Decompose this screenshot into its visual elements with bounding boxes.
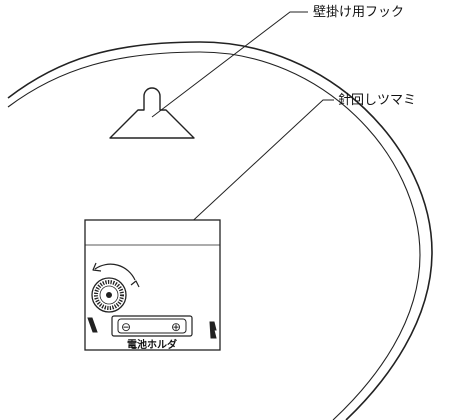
clock-rim [7, 41, 433, 420]
hand-knob-hub [106, 292, 112, 298]
hand-knob-label: 針回しツマミ [338, 93, 417, 108]
hand-knob [91, 277, 127, 313]
rotation-arrowhead-left [92, 262, 102, 272]
battery-clip-right [209, 321, 217, 339]
wall-hook-leader [151, 11, 308, 118]
battery-holder [111, 315, 193, 337]
battery-plus-symbol: ⊕ [171, 320, 181, 334]
hand-knob-teeth [94, 280, 124, 310]
battery-holder-label: 電池ホルダ [127, 340, 177, 351]
battery-cell [117, 318, 187, 334]
rotation-arrow-arc [94, 263, 136, 281]
battery-clips [87, 317, 217, 339]
clock-rim-inner [7, 51, 421, 420]
wall-hook-shape [109, 87, 195, 139]
rotation-arrowhead-right [130, 280, 140, 288]
wall-hook-label: 壁掛け用フック [313, 5, 405, 20]
wall-hook [109, 87, 195, 139]
clock-rim-outer [7, 41, 433, 420]
rotation-arrow-icon [92, 262, 140, 288]
battery-clip-left [87, 317, 98, 333]
battery-minus-symbol: ⊖ [121, 320, 131, 334]
